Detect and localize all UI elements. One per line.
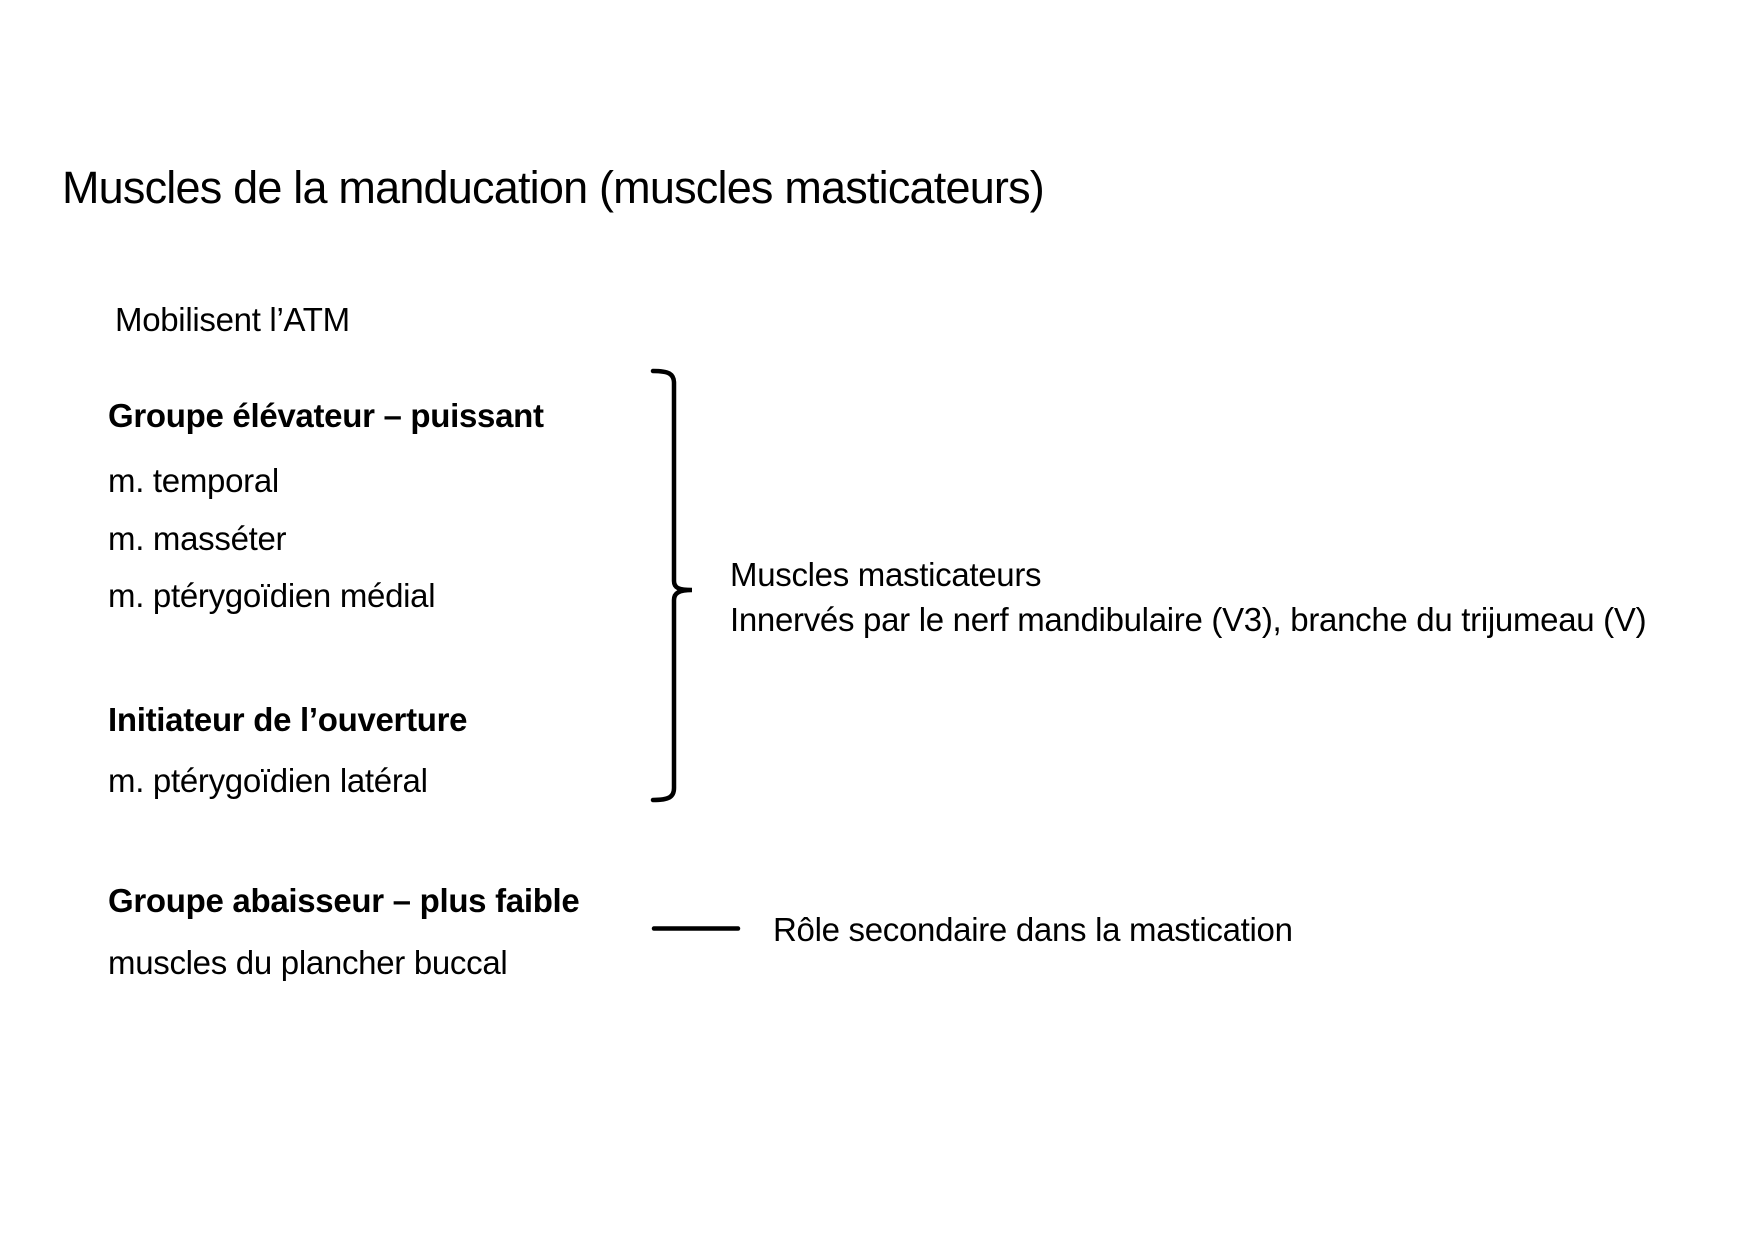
grouping-brace <box>650 368 693 803</box>
group-depressor-heading: Groupe abaisseur – plus faible <box>108 882 580 919</box>
line-note: Rôle secondaire dans la mastication <box>773 911 1293 948</box>
group-elevator-heading: Groupe élévateur – puissant <box>108 397 544 434</box>
intro-text: Mobilisent l’ATM <box>115 301 350 338</box>
brace-note: Muscles masticateurs Innervés par le ner… <box>730 552 1647 642</box>
connector-line <box>651 926 741 931</box>
muscle-item-masseter: m. masséter <box>108 520 287 557</box>
muscle-item-temporal: m. temporal <box>108 462 279 499</box>
brace-note-line2: Innervés par le nerf mandibulaire (V3), … <box>730 601 1647 638</box>
brace-note-line1: Muscles masticateurs <box>730 556 1042 593</box>
muscle-item-plancher-buccal: muscles du plancher buccal <box>108 944 508 981</box>
muscle-item-pterygoidien-lateral: m. ptérygoïdien latéral <box>108 762 428 799</box>
page-title: Muscles de la manducation (muscles masti… <box>62 162 1045 213</box>
group-initiator-heading: Initiateur de l’ouverture <box>108 701 468 738</box>
muscle-item-pterygoidien-medial: m. ptérygoïdien médial <box>108 577 436 614</box>
